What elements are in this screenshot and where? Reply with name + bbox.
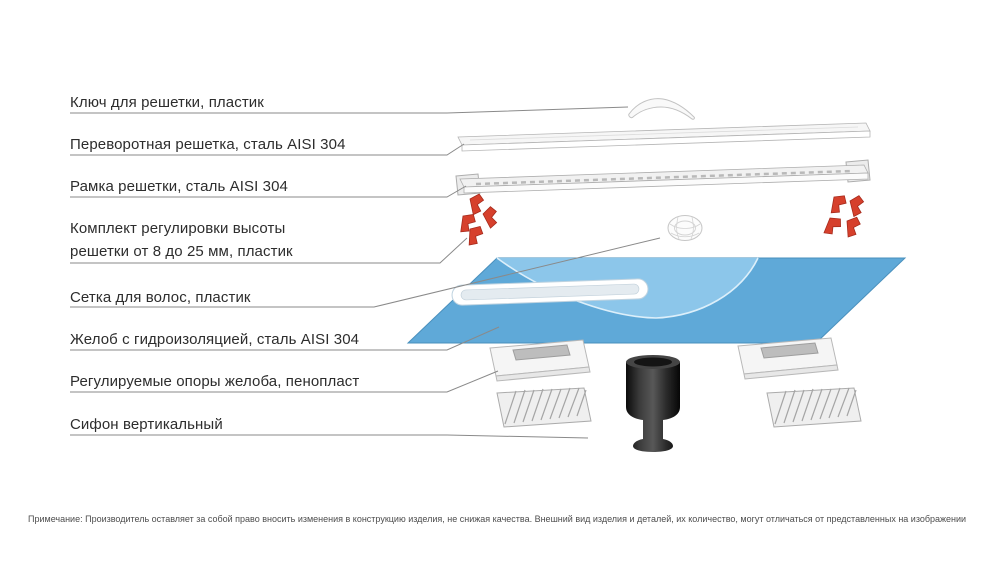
label-hair-strainer: Сетка для волос, пластик (70, 289, 251, 306)
foam-support-block-left (489, 339, 591, 382)
grate-key-illustration (628, 98, 695, 120)
label-vertical-siphon: Сифон вертикальный (70, 416, 223, 433)
leader-line-siphon (70, 434, 589, 439)
leader-line-hair-net (70, 237, 661, 308)
channel-opening (451, 278, 649, 306)
ribbed-support-base-left (496, 387, 592, 428)
leader-line-height-kit (70, 237, 468, 264)
reversible-grate-illustration (457, 122, 871, 152)
grate-frame-illustration (455, 159, 871, 196)
leader-line-key (70, 106, 629, 114)
label-height-adjustment-kit: Комплект регулировки высоты решетки от 8… (70, 220, 293, 260)
leader-line-frame (70, 185, 467, 198)
hair-strainer-illustration (667, 215, 703, 241)
foam-support-block-right (737, 337, 839, 380)
siphon-illustration (626, 355, 680, 452)
footnote: Примечание: Производитель оставляет за с… (28, 514, 967, 524)
label-reversible-grate: Переворотная решетка, сталь AISI 304 (70, 136, 346, 153)
leader-line-supports (70, 370, 499, 393)
label-grate-key: Ключ для решетки, пластик (70, 94, 264, 111)
leader-lines (70, 106, 661, 439)
label-adjustable-supports: Регулируемые опоры желоба, пенопласт (70, 373, 360, 390)
height-adjustment-clips (460, 192, 867, 247)
leader-line-grate (70, 143, 465, 156)
label-grate-frame: Рамка решетки, сталь AISI 304 (70, 178, 288, 195)
leader-line-channel (70, 326, 500, 351)
ribbed-support-base-right (766, 387, 862, 428)
label-channel-waterproofing: Желоб с гидроизоляцией, сталь AISI 304 (70, 331, 360, 348)
waterproofing-membrane-illustration (406, 257, 907, 344)
